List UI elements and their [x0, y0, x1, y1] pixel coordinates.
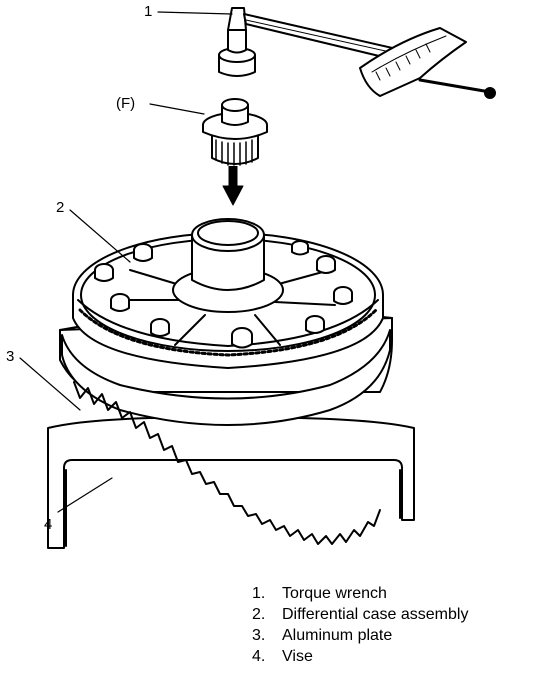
- ring-gear: [61, 329, 391, 545]
- torque-wrench-assembly-diagram: [19, 7, 496, 549]
- socket-adapter: [202, 98, 268, 166]
- legend-item: 4. Vise: [252, 646, 468, 667]
- legend-text: Vise: [282, 648, 313, 665]
- legend-number: 4.: [252, 648, 266, 665]
- legend-number: 1.: [252, 585, 266, 602]
- down-arrow-icon: [222, 166, 244, 206]
- callout-f: (F): [116, 95, 136, 112]
- vise: [47, 417, 415, 549]
- legend-number: 2.: [252, 606, 266, 623]
- legend-item: 2. Differential case assembly: [252, 604, 468, 625]
- parts-legend: 1. Torque wrench 2. Differential case asse…: [252, 583, 468, 667]
- callout-3: 3: [6, 348, 15, 365]
- legend-text: Torque wrench: [282, 585, 387, 602]
- torque-wrench: [218, 7, 496, 99]
- callout-1: 1: [144, 3, 153, 20]
- legend-text: Aluminum plate: [282, 627, 393, 644]
- differential-case: [72, 218, 384, 369]
- leader-lines: [19, 11, 233, 513]
- legend-item: 1. Torque wrench: [252, 583, 468, 604]
- legend-text: Differential case assembly: [282, 606, 469, 623]
- legend-number: 3.: [252, 627, 266, 644]
- callout-4: 4: [44, 516, 53, 533]
- callout-2: 2: [56, 199, 65, 216]
- legend-item: 3. Aluminum plate: [252, 625, 468, 646]
